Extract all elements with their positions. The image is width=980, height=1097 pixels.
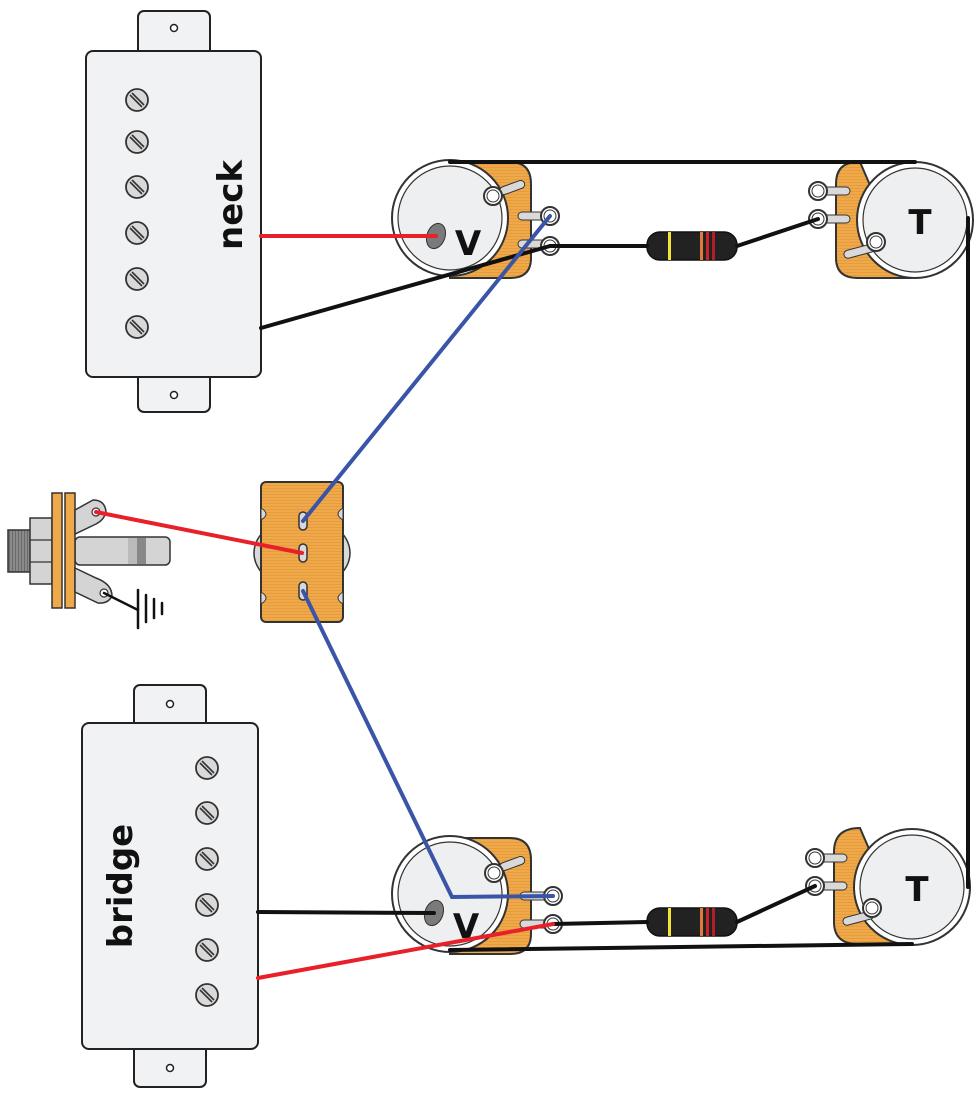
resistor-band: [668, 908, 671, 936]
resistor-band: [668, 232, 671, 260]
pole-screw: [125, 267, 149, 291]
neck-volume-label: V: [455, 224, 482, 264]
bridge-pickup-ground-wire: [256, 910, 436, 915]
ground-symbol-icon: [102, 588, 164, 630]
pole-screw: [195, 801, 219, 825]
ground-wire-bottom: [448, 942, 914, 952]
neck-pickup-label: neck: [211, 159, 251, 250]
mounting-hole: [169, 390, 179, 400]
pole-screw: [125, 175, 149, 199]
pole-screw: [195, 938, 219, 962]
jack-washer: [64, 492, 76, 609]
neck-tone-label: T: [908, 203, 932, 243]
bridge-pickup-hot-wire: [256, 922, 555, 980]
jack-washer: [51, 492, 63, 609]
jack-sleeve: [74, 536, 171, 566]
bridge-resistor-lead-right: [735, 884, 817, 924]
neck-treble-bleed-resistor: [646, 231, 738, 261]
bridge-resistor-lead-left: [551, 920, 649, 926]
jack-hex-nut: [29, 517, 53, 585]
neck-tone-pot: T: [808, 161, 974, 279]
output-jack: [7, 492, 171, 609]
jack-sleeve-lug: [74, 566, 113, 604]
pole-screw: [195, 983, 219, 1007]
bridge-switch-wire: [301, 589, 555, 900]
mounting-hole: [165, 699, 175, 709]
bridge-tone-label: T: [905, 870, 929, 910]
neck-volume-pot: V: [391, 159, 560, 279]
pole-screw: [125, 315, 149, 339]
resistor-band: [700, 232, 703, 260]
bridge-tone-pot: T: [805, 826, 971, 946]
bridge-treble-bleed-resistor: [646, 907, 738, 937]
mounting-hole: [169, 23, 179, 33]
jack-tip-lug: [74, 499, 107, 536]
neck-pickup-cover: [85, 50, 262, 378]
pole-screw: [125, 88, 149, 112]
neck-pickup: neck: [85, 10, 262, 413]
mounting-hole: [165, 1063, 175, 1073]
neck-resistor-lead-right: [735, 217, 820, 248]
bridge-volume-pot: V: [391, 835, 563, 955]
resistor-band: [712, 908, 715, 936]
bridge-pickup-label: bridge: [101, 824, 141, 949]
wires: [94, 160, 970, 980]
bridge-pickup: bridge: [81, 684, 259, 1088]
pole-screw: [195, 847, 219, 871]
neck-switch-wire: [301, 214, 552, 523]
resistor-band: [700, 908, 703, 936]
pole-screw: [125, 130, 149, 154]
pole-screw: [125, 221, 149, 245]
pole-screw: [195, 893, 219, 917]
neck-pickup-ground-wire: [259, 244, 552, 330]
resistor-band: [706, 232, 709, 260]
pole-screw: [195, 756, 219, 780]
resistor-band: [706, 908, 709, 936]
jack-threaded-nut: [7, 529, 33, 573]
output-hot-wire: [94, 510, 304, 555]
resistor-band: [712, 232, 715, 260]
